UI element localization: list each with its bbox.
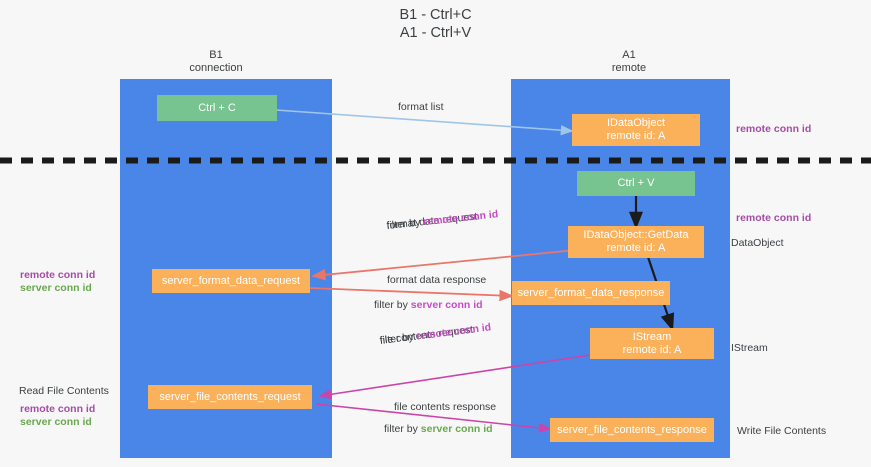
title-line-1: B1 - Ctrl+C [399,7,472,23]
label-file-contents-request-filter: filter by remote conn id [379,320,492,348]
column-header-b1-name: B1 [209,49,223,61]
box-getdata[interactable]: IDataObject::GetData remote id: A [568,226,704,258]
annotation-left-read-file-contents: Read File Contents [19,385,109,397]
column-header-b1: B1 connection [126,49,306,75]
label-group-file-contents-request: file contents request filter by remote c… [379,320,492,348]
annotation-left-remote-conn-id-mid: remote conn id [20,269,96,281]
annotation-right-remote-conn-id-mid: remote conn id [736,212,812,224]
box-server-format-data-response[interactable]: server_format_data_response [512,281,670,305]
arrow-format-data-response [309,287,514,302]
box-idataobject-line1: IDataObject [606,117,666,129]
label-format-list: format list [398,101,444,113]
label-file-contents-request-filter-key: remote conn id [415,321,492,343]
label-format-data-request-filter-prefix: filter by [386,216,424,232]
box-server-file-contents-request-label: server_file_contents_request [159,390,301,403]
box-ctrl-c[interactable]: Ctrl + C [157,95,277,121]
box-istream[interactable]: IStream remote id: A [590,328,714,359]
column-header-a1: A1 remote [539,49,719,75]
annotation-right-remote-conn-id-top: remote conn id [736,123,812,135]
box-server-file-contents-response[interactable]: server_file_contents_response [550,418,714,442]
label-file-contents-response-filter-prefix: filter by [384,423,421,435]
label-format-data-response-filter: filter by server conn id [374,298,483,312]
box-ctrl-c-label: Ctrl + C [198,101,236,114]
box-istream-line2: remote id: A [622,343,682,356]
annotation-left-server-conn-id-mid: server conn id [20,282,92,294]
box-server-file-contents-response-label: server_file_contents_response [557,423,707,436]
annotation-right-istream: IStream [731,342,768,354]
label-format-data-response-filter-prefix: filter by [374,299,411,311]
box-idataobject[interactable]: IDataObject remote id: A [572,114,700,146]
label-format-data-response: format data response [387,274,487,286]
box-server-format-data-response-label: server_format_data_response [517,286,665,299]
label-group-format-data-request: format data request filter by remote con… [386,207,499,233]
box-ctrl-v-label: Ctrl + V [617,177,655,189]
box-ctrl-v[interactable]: Ctrl + V [577,171,695,196]
annotation-right-write-file-contents: Write File Contents [737,425,827,437]
title-line-2: A1 - Ctrl+V [399,25,472,41]
column-header-a1-role: remote [611,62,647,74]
box-istream-line1: IStream [632,330,672,343]
label-file-contents-response: file contents response [394,401,497,413]
label-format-data-request-filter: filter by remote conn id [386,207,499,233]
annotation-right-dataobject: DataObject [731,237,784,249]
column-header-a1-name: A1 [622,49,636,61]
label-format-data-request-filter-key: remote conn id [422,208,499,229]
annotation-left-remote-conn-id-bottom: remote conn id [20,403,96,415]
label-file-contents-response-filter-key: server conn id [420,423,493,435]
box-idataobject-line2: remote id: A [606,130,666,142]
box-server-format-data-request-label: server_format_data_request [161,274,301,287]
box-server-file-contents-request[interactable]: server_file_contents_request [148,385,312,409]
box-getdata-line2: remote id: A [606,242,666,254]
label-format-data-response-filter-key: server conn id [410,299,483,311]
box-getdata-line1: IDataObject::GetData [583,229,689,241]
column-header-b1-role: connection [189,62,243,74]
diagram-title: B1 - Ctrl+C A1 - Ctrl+V [0,6,871,42]
annotation-left-server-conn-id-bottom: server conn id [20,416,92,428]
label-file-contents-response-filter: filter by server conn id [384,422,493,436]
box-server-format-data-request[interactable]: server_format_data_request [152,269,310,293]
label-file-contents-request-filter-prefix: filter by [379,330,418,347]
